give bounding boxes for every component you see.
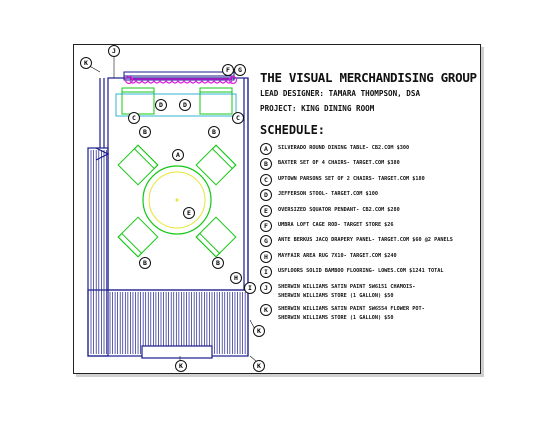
callout-f-top: F (222, 64, 234, 76)
schedule-text: UPTOWN PARSONS SET OF 2 CHAIRS- TARGET.C… (278, 175, 425, 182)
schedule-text: JEFFERSON STOOL- TARGET.COM $100 (278, 191, 378, 198)
parsons-chair-right (199, 87, 233, 115)
schedule-text: USFLOORS SOLID BAMBOO FLOORING- LOWES.CO… (278, 268, 444, 275)
schedule-item-d: D JEFFERSON STOOL- TARGET.COM $100 (260, 189, 480, 202)
schedule-key: G (260, 235, 272, 248)
schedule-item-k: K SHERWIN WILLIAMS SATIN PAINT SW6554 FLO… (260, 303, 480, 323)
schedule-item-e: E OVERSIZED SQUATOR PENDANT- CB2.COM $280 (260, 204, 480, 217)
schedule-text: SHERWIN WILLIAMS SATIN PAINT SW6554 FLOW… (278, 304, 425, 323)
project-name: PROJECT: KING DINING ROOM (260, 104, 375, 113)
schedule-text: MAYFAIR AREA RUG 7X10- TARGET.COM $240 (278, 252, 397, 259)
schedule-key: H (260, 250, 272, 263)
room-interior (107, 77, 249, 291)
drawing-sheet (73, 44, 481, 374)
callout-d-left: D (155, 99, 167, 111)
callout-j-top: J (108, 45, 120, 57)
callout-h-rug: H (230, 272, 242, 284)
callout-b-lower-left: B (139, 257, 151, 269)
drapery-rod (124, 75, 238, 85)
chair-upper-right (195, 144, 237, 186)
wall-break-left (95, 147, 110, 161)
schedule-item-c: C UPTOWN PARSONS SET OF 2 CHAIRS- TARGET.… (260, 173, 480, 186)
schedule-heading: SCHEDULE: (260, 123, 326, 137)
schedule-key: K (260, 303, 272, 316)
schedule-text: SILVERADO ROUND DINING TABLE- CB2.COM $3… (278, 145, 410, 151)
title-block: THE VISUAL MERCHANDISING GROUP LEAD DESI… (260, 70, 480, 326)
schedule-item-j: J SHERWIN WILLIAMS SATIN PAINT SW6151 CHA… (260, 281, 480, 301)
callout-b-upper-right: B (208, 126, 220, 138)
round-dining-table (142, 165, 212, 235)
lead-designer: LEAD DESIGNER: TAMARA THOMPSON, DSA (260, 89, 421, 98)
schedule-text: BAXTER SET OF 4 CHAIRS- TARGET.COM $380 (278, 160, 400, 167)
bamboo-flooring-left (90, 150, 107, 354)
chair-upper-left (117, 144, 159, 186)
schedule-text: SHERWIN WILLIAMS SATIN PAINT SW6151 CHAM… (278, 282, 415, 301)
callout-e-pendant: E (183, 207, 195, 219)
schedule-list: A SILVERADO ROUND DINING TABLE- CB2.COM $… (260, 143, 480, 323)
schedule-key: C (260, 173, 272, 186)
callout-b-lower-right: B (212, 257, 224, 269)
doorway-bottom (141, 345, 213, 359)
window-top (123, 71, 235, 81)
callout-a-table: A (172, 149, 184, 161)
callout-c-left: C (128, 112, 140, 124)
company-name: THE VISUAL MERCHANDISING GROUP (260, 70, 477, 85)
callout-d-right: D (179, 99, 191, 111)
schedule-key: F (260, 219, 272, 232)
callout-k-bottom-left: K (175, 360, 187, 372)
callout-k-topleft: K (80, 57, 92, 69)
callout-g-top: G (234, 64, 246, 76)
schedule-key: A (260, 143, 272, 155)
room-walls (87, 77, 249, 359)
callout-c-right: C (232, 112, 244, 124)
parsons-chair-left (121, 87, 155, 115)
schedule-item-g: G ANTE BERKUS JACQ DRAPERY PANEL- TARGET.… (260, 235, 480, 248)
schedule-text: OVERSIZED SQUATOR PENDANT- CB2.COM $280 (278, 206, 400, 213)
schedule-item-i: I USFLOORS SOLID BAMBOO FLOORING- LOWES.C… (260, 266, 480, 279)
callout-b-upper-left: B (139, 126, 151, 138)
pendant-light (148, 171, 206, 229)
schedule-key: D (260, 189, 272, 202)
console-outline (115, 93, 237, 117)
callout-k-right: K (253, 325, 265, 337)
schedule-item-b: B BAXTER SET OF 4 CHAIRS- TARGET.COM $380 (260, 158, 480, 171)
schedule-key: E (260, 204, 272, 217)
schedule-item-f: F UMBRA LOFT CAGE ROD- TARGET STORE $26 (260, 219, 480, 232)
schedule-key: I (260, 266, 272, 279)
callout-k-bottom-right: K (253, 360, 265, 372)
schedule-text-line1: SHERWIN WILLIAMS SATIN PAINT SW6151 CHAM… (278, 283, 416, 290)
dining-chairs (117, 144, 237, 258)
schedule-key: J (260, 281, 272, 294)
schedule-text: ANTE BERKUS JACQ DRAPERY PANEL- TARGET.C… (278, 237, 453, 244)
callout-i-floor: I (244, 282, 256, 294)
chair-lower-right (195, 216, 237, 258)
bamboo-flooring-bottom (109, 292, 246, 354)
schedule-key: B (260, 158, 272, 171)
schedule-text-line2: SHERWIN WILLIAMS STORE (1 GALLON) $50 (278, 292, 394, 299)
schedule-item-h: H MAYFAIR AREA RUG 7X10- TARGET.COM $240 (260, 250, 480, 263)
pendant-center (175, 198, 179, 202)
chair-lower-left (117, 216, 159, 258)
schedule-item-a: A SILVERADO ROUND DINING TABLE- CB2.COM $… (260, 143, 480, 155)
schedule-text-line2: SHERWIN WILLIAMS STORE (1 GALLON) $50 (278, 314, 394, 321)
schedule-text-line1: SHERWIN WILLIAMS SATIN PAINT SW6554 FLOW… (278, 305, 425, 312)
schedule-text: UMBRA LOFT CAGE ROD- TARGET STORE $26 (278, 221, 394, 228)
